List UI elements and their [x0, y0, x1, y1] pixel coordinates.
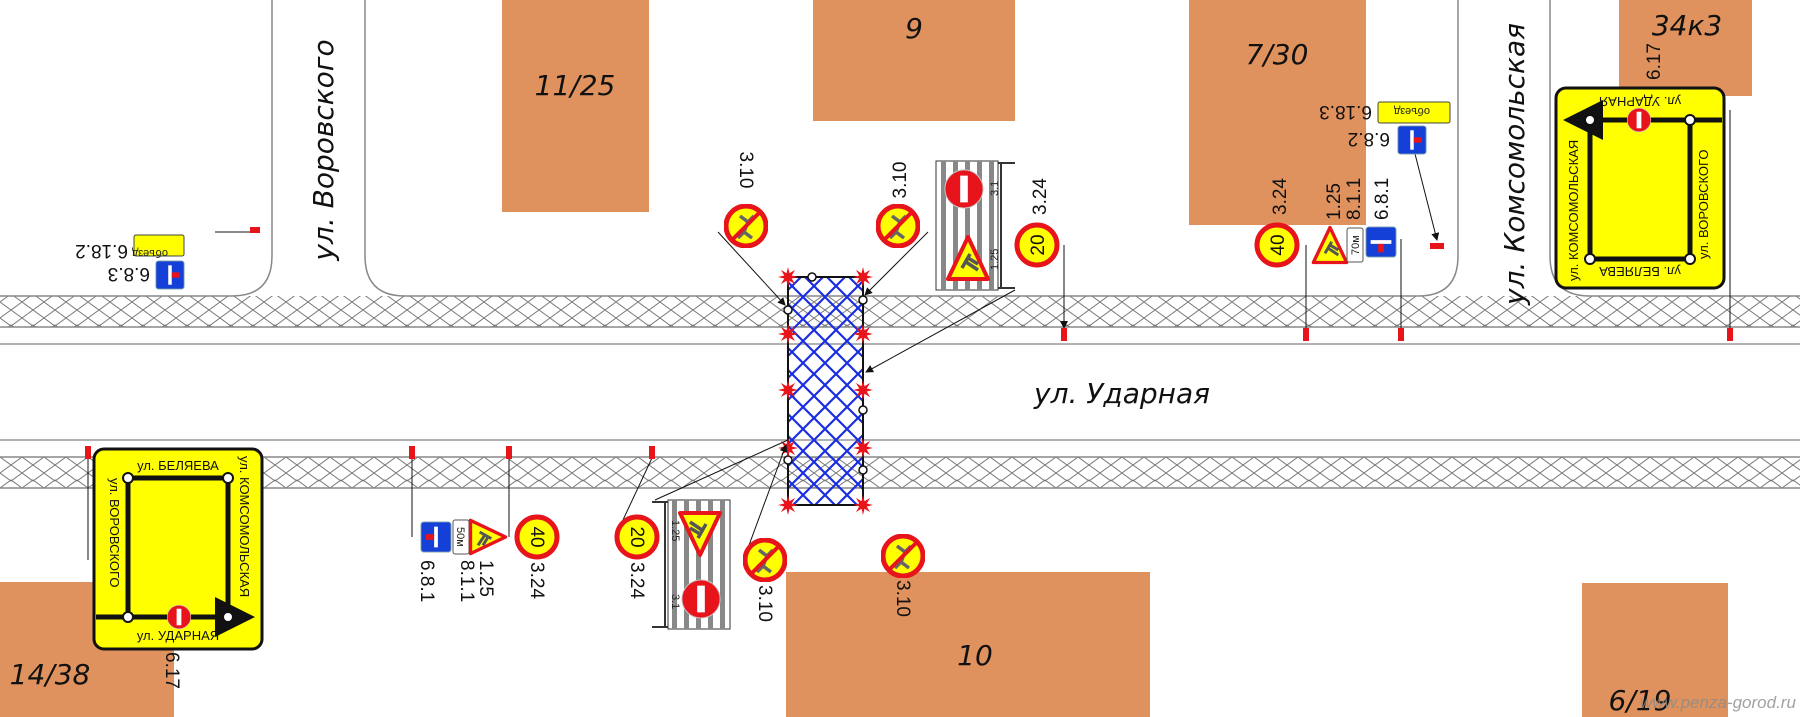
sign-label: 6.17	[1644, 43, 1665, 80]
no-entry-sign-icon	[166, 604, 192, 630]
sign-label: 3.24	[1030, 178, 1051, 215]
route-north: ул. БЕЛЯЕВА	[1599, 264, 1681, 279]
street-label-udarnaya: ул. Ударная	[1033, 377, 1210, 410]
no-entry-sign-icon	[944, 169, 984, 209]
building-7-30	[1189, 0, 1366, 225]
building-11-25	[502, 0, 649, 212]
sign-label: 3.1	[669, 594, 681, 609]
warning-light-icon	[853, 267, 873, 287]
sign-label: 6.17	[161, 652, 182, 689]
no-pedestrians-sign-icon	[883, 536, 923, 576]
route-south: ул. УДАРНАЯ	[137, 628, 219, 643]
sign-label: 3.24	[1270, 178, 1291, 215]
sign-label: 1.25	[1324, 183, 1345, 220]
building-label: 7/30	[1246, 38, 1309, 71]
warning-light-icon	[778, 324, 798, 344]
sign-label: 1.25	[475, 560, 496, 597]
dead-end-sign-icon	[420, 521, 452, 553]
warning-light-icon	[778, 438, 798, 458]
speed-limit-sign-20: 20	[1014, 222, 1060, 268]
sign-label: 3.10	[890, 162, 911, 199]
detour-text: объезд	[131, 247, 168, 259]
no-pedestrians-sign-icon	[878, 206, 918, 246]
warning-light-icon	[853, 380, 873, 400]
sign-label: 1.25	[669, 520, 681, 541]
pointer-lines	[87, 110, 1731, 560]
distance-plate	[1346, 227, 1364, 263]
speed-limit-sign-40: 40	[1254, 222, 1300, 268]
building-label: 6/19	[1609, 684, 1672, 717]
dead-end-sign-icon	[1365, 226, 1397, 258]
dead-end-sign-icon	[155, 260, 185, 290]
sign-label: 3.10	[892, 580, 913, 617]
sign-label: 6.8.1	[1372, 178, 1393, 220]
sign-label: 3.10	[754, 585, 775, 622]
sign-label: 3.24	[626, 562, 647, 599]
speed-limit-sign-40: 40	[514, 514, 560, 560]
speed-value: 20	[1028, 234, 1049, 255]
speed-value: 20	[626, 526, 647, 547]
route-scheme-sign-top: ул. БЕЛЯЕВА ул. ВОРОВСКОГО ул. КОМСОМОЛЬ…	[1554, 86, 1726, 290]
sign-label: 3.24	[526, 562, 547, 599]
distance-value: 50м	[454, 527, 466, 547]
dead-end-sign-icon	[1397, 125, 1427, 155]
work-zone	[778, 267, 873, 515]
speed-limit-sign-20: 20	[614, 514, 660, 560]
no-pedestrians-sign-icon	[745, 540, 785, 580]
sign-label: 3.1	[989, 181, 1001, 196]
street-label-vorovskogo: ул. Воровского	[307, 39, 340, 261]
building-34k3	[1619, 0, 1752, 96]
sign-posts	[85, 227, 1733, 459]
no-pedestrians-sign-icon	[726, 206, 766, 246]
road-barrier-bottom: 1.25 3.1	[652, 499, 731, 630]
sign-label: 1.25	[989, 249, 1001, 270]
route-west: ул. ВОРОВСКОГО	[107, 478, 122, 587]
route-east: ул. КОМСОМОЛЬСКАЯ	[1566, 140, 1581, 281]
sign-label: 8.1.1	[456, 560, 477, 602]
building-label: 34к3	[1652, 9, 1722, 42]
speed-value: 40	[1268, 234, 1289, 255]
sign-label: 3.10	[735, 152, 756, 189]
sign-label: 8.1.1	[1344, 178, 1365, 220]
warning-light-icon	[853, 495, 873, 515]
buildings: 11/25 9 7/30 34к3 14/38 10 6/19	[0, 0, 1752, 717]
building-label: 10	[957, 639, 993, 672]
warning-light-icon	[778, 495, 798, 515]
route-north: ул. БЕЛЯЕВА	[137, 458, 219, 473]
building-9	[813, 0, 1015, 121]
no-entry-sign-icon	[681, 579, 721, 619]
no-entry-sign-icon	[1626, 107, 1652, 133]
route-west: ул. ВОРОВСКОГО	[1696, 150, 1711, 259]
warning-light-icon	[778, 380, 798, 400]
warning-light-icon	[853, 438, 873, 458]
detour-text: объезд	[1393, 105, 1430, 117]
route-east: ул. КОМСОМОЛЬСКАЯ	[237, 456, 252, 597]
road-barrier-top: 3.1 1.25	[935, 160, 1015, 291]
building-10	[786, 572, 1150, 717]
building-label: 9	[905, 12, 923, 45]
warning-light-icon	[778, 267, 798, 287]
speed-value: 40	[526, 526, 547, 547]
route-south: ул. УДАРНАЯ	[1599, 94, 1681, 109]
watermark: www.penza-gorod.ru	[1640, 693, 1796, 712]
distance-value: 70м	[1350, 235, 1362, 255]
road-works-sign-icon	[468, 518, 508, 556]
detour-sign-6-18-3: объезд	[1377, 101, 1451, 124]
sign-label: 6.8.2	[1348, 128, 1390, 149]
route-scheme-sign-bottom: ул. БЕЛЯЕВА ул. ВОРОВСКОГО ул. КОМСОМОЛЬ…	[92, 447, 264, 651]
sign-label: 6.18.2	[75, 240, 128, 261]
sign-label: 6.18.3	[1319, 101, 1372, 122]
detour-sign-6-18-2: объезд	[131, 234, 185, 259]
sign-label: 6.8.1	[416, 560, 437, 602]
building-label: 11/25	[535, 69, 616, 102]
sign-label: 6.8.3	[108, 263, 150, 284]
warning-light-icon	[853, 324, 873, 344]
building-label: 14/38	[10, 658, 91, 691]
building-6-19	[1582, 583, 1728, 717]
street-label-komsomolskaya: ул. Комсомольская	[1498, 23, 1531, 306]
